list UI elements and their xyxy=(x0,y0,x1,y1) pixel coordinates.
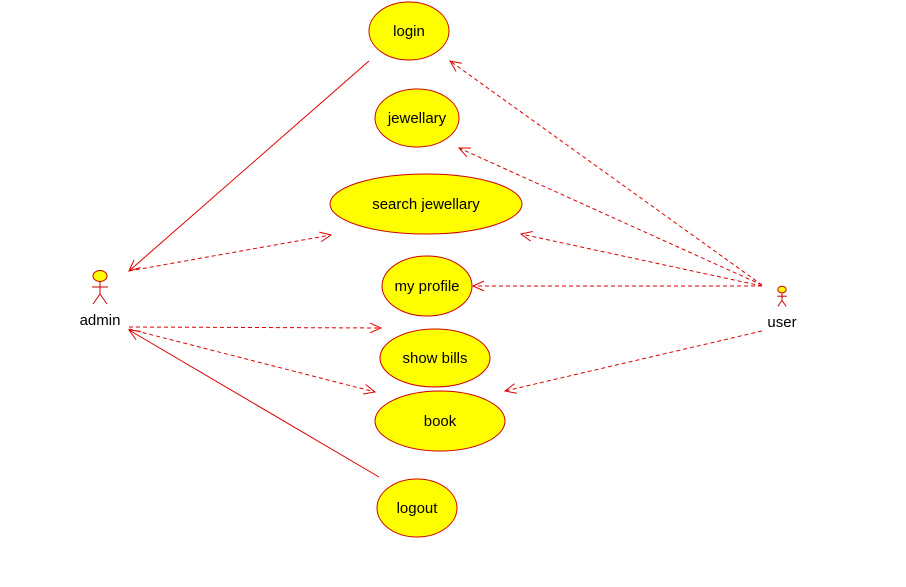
actor-right-leg xyxy=(781,300,787,307)
actor-label: user xyxy=(767,314,796,331)
arrowhead xyxy=(363,384,377,395)
actor-head xyxy=(92,270,108,282)
relation-admin-to-search_jewellary xyxy=(128,231,333,272)
actor-left-leg xyxy=(777,300,783,307)
use-case-label: show bills xyxy=(402,350,467,367)
relation-admin-to-show_bills xyxy=(128,322,383,334)
use-case-label: search jewellary xyxy=(372,196,480,213)
relation-logout-to-admin xyxy=(127,329,380,478)
use-case-label: logout xyxy=(397,500,439,517)
use-case-jewellary[interactable]: jewellary xyxy=(374,88,460,148)
arrowhead xyxy=(503,383,517,394)
relations-layer xyxy=(127,60,763,478)
use-case-show-bills[interactable]: show bills xyxy=(379,328,491,388)
relation-user-to-search_jewellary xyxy=(519,231,763,287)
relation-user-to-jewellary xyxy=(457,147,763,286)
use-case-ellipse xyxy=(374,390,506,452)
relation-line xyxy=(128,60,370,272)
relation-line xyxy=(504,330,763,392)
use-case-my-profile[interactable]: my profile xyxy=(381,255,473,317)
use-case-label: my profile xyxy=(394,278,459,295)
arrowhead xyxy=(449,60,462,72)
relation-line xyxy=(128,234,332,272)
arrowhead xyxy=(471,280,485,292)
relation-user-to-login xyxy=(449,60,763,286)
arrowhead xyxy=(457,147,472,158)
arrowhead xyxy=(519,231,533,242)
actors-layer: admin user xyxy=(80,270,797,331)
actor-admin[interactable]: admin xyxy=(80,270,121,330)
use-case-login[interactable]: login xyxy=(368,1,450,61)
arrowhead xyxy=(319,231,333,243)
arrowhead xyxy=(127,329,141,341)
actor-left-leg xyxy=(92,293,101,305)
actor-icon xyxy=(92,270,108,305)
relation-login-to-admin xyxy=(128,60,370,272)
use-case-logout[interactable]: logout xyxy=(376,478,458,538)
actor-icon xyxy=(777,285,787,307)
relation-line xyxy=(449,60,763,286)
use-case-book[interactable]: book xyxy=(374,390,506,452)
relation-line xyxy=(128,326,382,329)
use-case-search-jewellary[interactable]: search jewellary xyxy=(329,173,523,235)
use-case-ellipse xyxy=(381,255,473,317)
actor-head xyxy=(777,285,787,294)
relation-line xyxy=(128,328,376,393)
relation-user-to-book xyxy=(503,330,763,394)
actor-label: admin xyxy=(80,312,121,329)
use-case-label: jewellary xyxy=(387,110,447,127)
use-case-ellipse xyxy=(376,478,458,538)
use-cases-layer: login jewellary search jewellary my profile… xyxy=(329,1,523,538)
use-case-ellipse xyxy=(379,328,491,388)
use-case-ellipse xyxy=(329,173,523,235)
relation-line xyxy=(128,329,380,478)
relation-line xyxy=(520,233,763,287)
actor-user[interactable]: user xyxy=(767,285,797,331)
relation-user-to-my_profile xyxy=(471,280,762,292)
relation-admin-to-book xyxy=(128,328,377,395)
use-case-ellipse xyxy=(374,88,460,148)
use-case-label: login xyxy=(393,23,425,40)
use-case-label: book xyxy=(424,413,457,430)
use-case-ellipse xyxy=(368,1,450,61)
actor-right-leg xyxy=(99,293,108,305)
arrowhead xyxy=(369,322,383,334)
